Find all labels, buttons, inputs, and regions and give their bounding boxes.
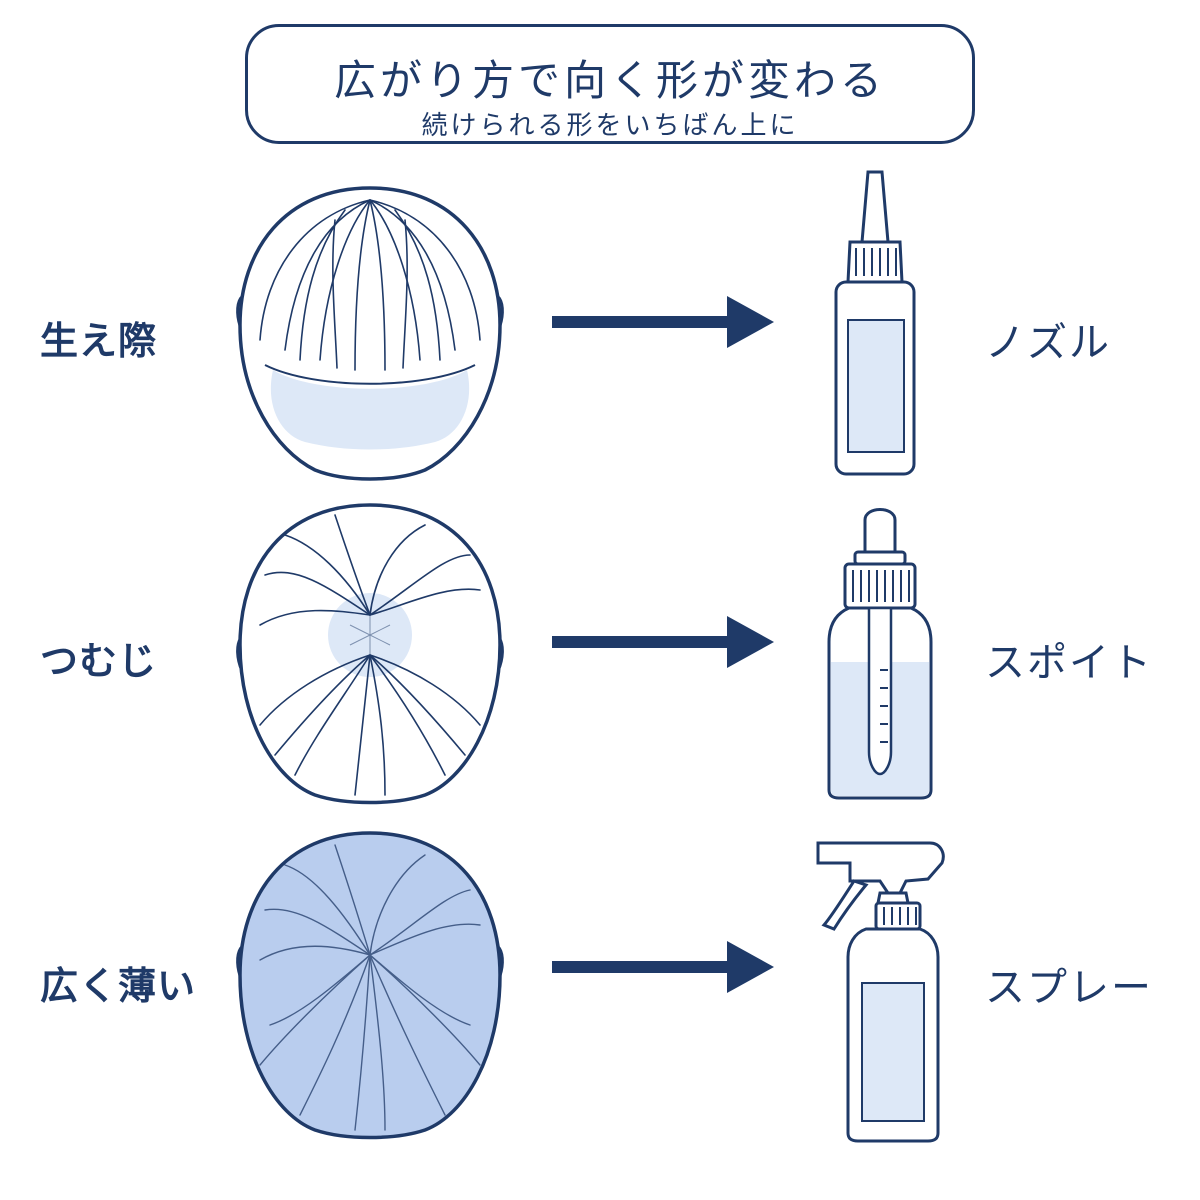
- nozzle-bottle-icon: [834, 170, 916, 476]
- arrow-icon: [552, 941, 774, 993]
- row-crown: つむじ: [0, 490, 1200, 810]
- area-label-diffuse: 広く薄い: [40, 963, 197, 1008]
- page-subtitle: 続けられる形をいちばん上に: [421, 111, 799, 141]
- dropper-bottle-icon: [827, 508, 933, 800]
- area-label-crown: つむじ: [40, 638, 158, 683]
- arrow-icon: [552, 616, 774, 668]
- head-diffuse-icon: [236, 831, 504, 1140]
- page-title: 広がり方で向く形が変わる: [333, 56, 886, 105]
- product-label-dropper: スポイト: [985, 640, 1153, 686]
- head-crown-icon: [236, 503, 504, 805]
- product-label-nozzle: ノズル: [985, 320, 1111, 366]
- product-label-spray: スプレー: [985, 965, 1153, 1011]
- title-box: 広がり方で向く形が変わる 続けられる形をいちばん上に: [245, 24, 975, 144]
- row-hairline: 生え際: [0, 170, 1200, 490]
- row-diffuse: 広く薄い: [0, 825, 1200, 1145]
- head-hairline-icon: [236, 186, 504, 481]
- arrow-icon: [552, 296, 774, 348]
- area-label-hairline: 生え際: [40, 318, 158, 363]
- spray-bottle-icon: [816, 841, 945, 1143]
